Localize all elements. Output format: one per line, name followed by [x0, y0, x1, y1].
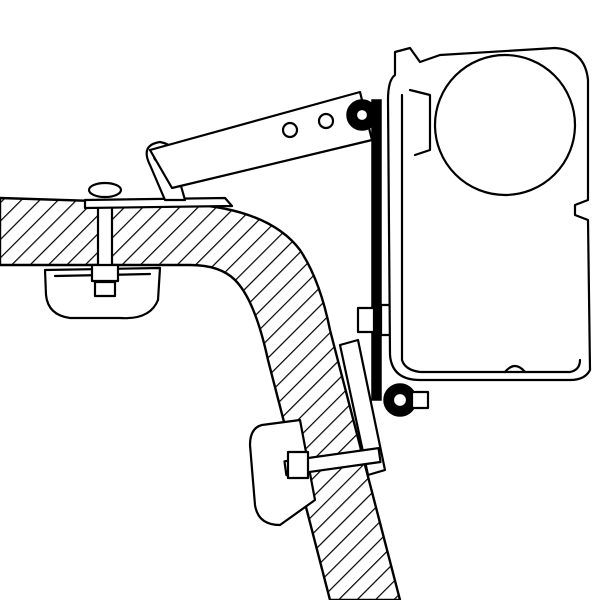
vertical-adapter-bar — [371, 99, 382, 401]
awning-roller — [433, 53, 577, 197]
upper-clamp — [43, 181, 162, 320]
awning-case — [386, 46, 592, 382]
lower-clamp — [248, 338, 430, 527]
extension-arm — [148, 90, 378, 190]
vehicle-roof-wall-section — [0, 196, 402, 600]
